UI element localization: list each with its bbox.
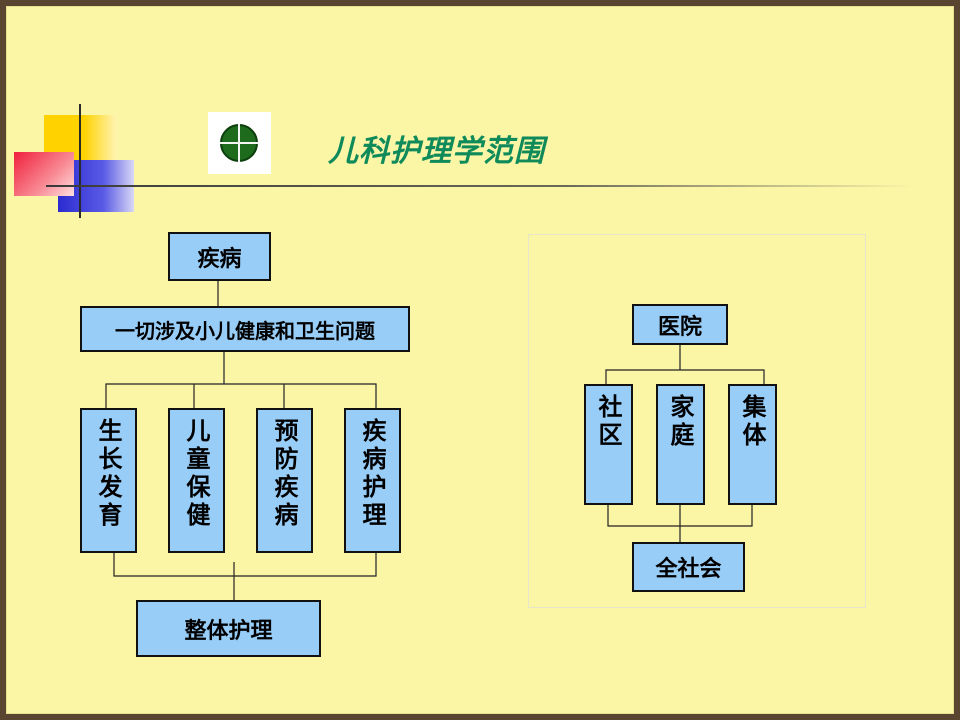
deco-vertical-line xyxy=(79,104,81,218)
slide-canvas xyxy=(6,6,954,714)
holistic-nursing-box: 整体护理 xyxy=(136,600,321,657)
branch-community: 社区 xyxy=(584,384,633,505)
crosshair-logo-icon xyxy=(220,124,258,162)
branch-collective: 集体 xyxy=(728,384,777,505)
logo-box xyxy=(208,112,271,174)
branch-child-healthcare: 儿童保健 xyxy=(168,408,225,553)
hospital-box: 医院 xyxy=(632,304,728,345)
deco-horizontal-rule xyxy=(46,185,912,187)
branch-disease-prevention: 预防疾病 xyxy=(256,408,313,553)
slide-title: 儿科护理学范围 xyxy=(328,134,545,169)
deco-red-square xyxy=(14,152,74,196)
branch-family: 家庭 xyxy=(656,384,705,505)
branch-growth-development: 生长发育 xyxy=(80,408,137,553)
whole-society-box: 全社会 xyxy=(632,542,745,592)
disease-box: 疾病 xyxy=(168,232,271,281)
child-health-issues-box: 一切涉及小儿健康和卫生问题 xyxy=(80,306,410,352)
branch-disease-nursing: 疾病护理 xyxy=(344,408,401,553)
right-diagram-panel xyxy=(528,234,866,608)
